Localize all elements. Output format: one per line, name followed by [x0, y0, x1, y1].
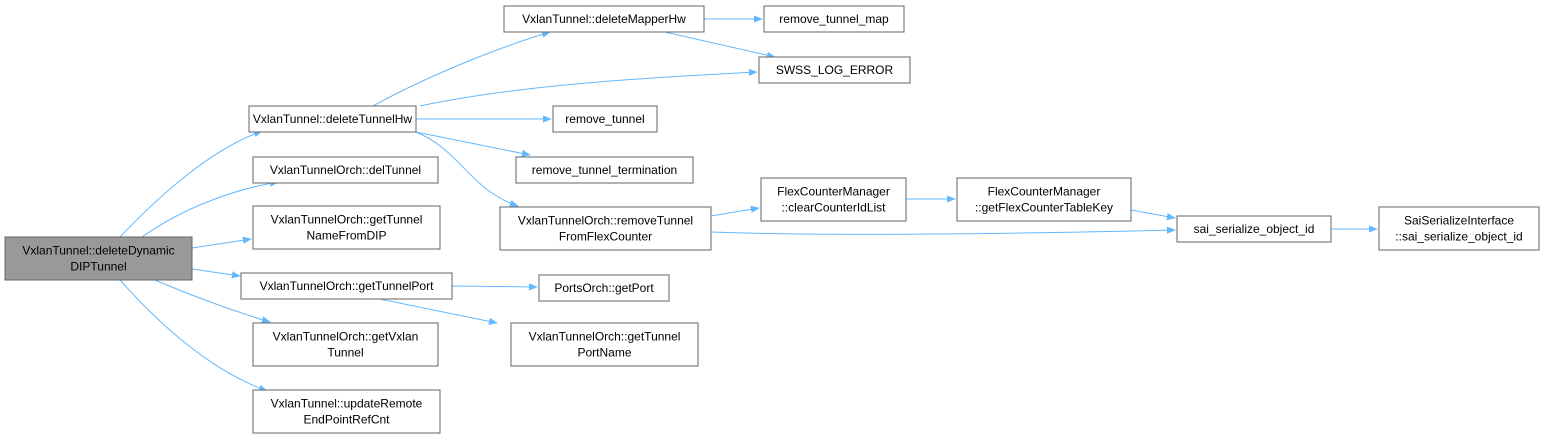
- node-box: [1176, 215, 1332, 243]
- node-label: VxlanTunnelOrch::delTunnel: [270, 163, 421, 177]
- node-label: FlexCounterManager: [988, 185, 1101, 199]
- node-box: [252, 322, 439, 367]
- edge-removeTunnelFromFlexCounter-to-clearCounterIdList: [710, 205, 760, 217]
- node-label: VxlanTunnelOrch::getTunnelPort: [260, 279, 435, 293]
- edge-getFlexCounterTableKey-to-sai_serialize_object_id: [1130, 209, 1176, 221]
- node-getTunnelPort[interactable]: VxlanTunnelOrch::getTunnelPort: [240, 272, 453, 300]
- node-label: ::getFlexCounterTableKey: [975, 201, 1113, 215]
- node-box: [515, 156, 694, 184]
- edge-deleteDynamicDIPTunnel-to-getTunnelPort: [191, 268, 241, 279]
- node-label: VxlanTunnelOrch::getVxlan: [273, 330, 419, 344]
- node-box: [252, 205, 441, 250]
- node-box: [252, 156, 439, 184]
- node-box: [240, 272, 453, 300]
- node-label: VxlanTunnel::deleteDynamic: [22, 244, 174, 258]
- node-box: [763, 5, 905, 33]
- node-label: Tunnel: [327, 346, 363, 360]
- node-box: [248, 105, 417, 133]
- node-label: remove_tunnel_termination: [532, 163, 677, 177]
- node-label: remove_tunnel: [565, 112, 644, 126]
- node-label: SWSS_LOG_ERROR: [776, 63, 894, 77]
- node-delTunnel[interactable]: VxlanTunnelOrch::delTunnel: [252, 156, 439, 184]
- node-label: NameFromDIP: [306, 229, 386, 243]
- edge-getTunnelPort-to-getPort: [451, 283, 538, 291]
- edge-removeTunnelFromFlexCounter-to-sai_serialize_object_id: [710, 226, 1176, 235]
- nodes-layer: VxlanTunnel::deleteDynamicDIPTunnelVxlan…: [4, 5, 1540, 434]
- node-box: [760, 177, 907, 222]
- node-label: EndPointRefCnt: [303, 413, 390, 427]
- node-clearCounterIdList[interactable]: FlexCounterManager::clearCounterIdList: [760, 177, 907, 222]
- node-box: [552, 105, 658, 133]
- node-removeTunnelFromFlexCounter[interactable]: VxlanTunnelOrch::removeTunnelFromFlexCou…: [499, 206, 712, 251]
- node-deleteMapperHw[interactable]: VxlanTunnel::deleteMapperHw: [503, 5, 705, 33]
- node-box: [510, 322, 699, 367]
- node-label: PortName: [577, 346, 631, 360]
- node-box: [252, 389, 441, 434]
- node-box: [499, 206, 712, 251]
- edge-deleteTunnelHw-to-deleteMapperHw: [372, 30, 551, 107]
- edges-layer: [119, 15, 1378, 392]
- node-remove_tunnel_map[interactable]: remove_tunnel_map: [763, 5, 905, 33]
- node-box: [503, 5, 705, 33]
- node-getFlexCounterTableKey[interactable]: FlexCounterManager::getFlexCounterTableK…: [956, 177, 1132, 222]
- edge-deleteDynamicDIPTunnel-to-delTunnel: [141, 179, 279, 238]
- node-box: [758, 56, 911, 84]
- node-box: [538, 274, 670, 302]
- node-label: VxlanTunnelOrch::getTunnel: [271, 213, 423, 227]
- edge-getTunnelPort-to-getTunnelPortName: [379, 298, 498, 325]
- node-label: VxlanTunnel::updateRemote: [271, 397, 423, 411]
- node-sai_serialize_object_id[interactable]: sai_serialize_object_id: [1176, 215, 1332, 243]
- node-label: VxlanTunnel::deleteTunnelHw: [253, 112, 413, 126]
- node-label: sai_serialize_object_id: [1194, 222, 1315, 236]
- node-label: VxlanTunnel::deleteMapperHw: [522, 12, 686, 26]
- edge-deleteTunnelHw-to-SWSS_LOG_ERROR: [419, 68, 758, 107]
- edge-deleteTunnelHw-to-removeTunnelFromFlexCounter: [415, 131, 519, 207]
- node-deleteTunnelHw[interactable]: VxlanTunnel::deleteTunnelHw: [248, 105, 417, 133]
- node-SaiSerializeInterface_sai_serialize_object_id[interactable]: SaiSerializeInterface::sai_serialize_obj…: [1378, 206, 1540, 251]
- node-label: FromFlexCounter: [559, 230, 652, 244]
- node-remove_tunnel[interactable]: remove_tunnel: [552, 105, 658, 133]
- node-box: [956, 177, 1132, 222]
- edge-deleteTunnelHw-to-remove_tunnel_termination: [415, 131, 531, 157]
- node-remove_tunnel_termination[interactable]: remove_tunnel_termination: [515, 156, 694, 184]
- edge-deleteMapperHw-to-SWSS_LOG_ERROR: [664, 31, 776, 59]
- node-box: [4, 236, 193, 281]
- node-box: [1378, 206, 1540, 251]
- node-getPort[interactable]: PortsOrch::getPort: [538, 274, 670, 302]
- node-label: ::clearCounterIdList: [781, 201, 886, 215]
- edge-deleteDynamicDIPTunnel-to-updateRemoteEndPointRefCnt: [119, 279, 268, 392]
- node-label: ::sai_serialize_object_id: [1395, 230, 1522, 244]
- node-label: VxlanTunnelOrch::removeTunnel: [518, 214, 693, 228]
- node-label: VxlanTunnelOrch::getTunnel: [529, 330, 681, 344]
- node-label: FlexCounterManager: [777, 185, 890, 199]
- node-SWSS_LOG_ERROR[interactable]: SWSS_LOG_ERROR: [758, 56, 911, 84]
- node-label: remove_tunnel_map: [779, 12, 889, 26]
- node-label: PortsOrch::getPort: [554, 281, 654, 295]
- edge-deleteDynamicDIPTunnel-to-getTunnelNameFromDIP: [191, 236, 252, 249]
- node-label: DIPTunnel: [70, 260, 126, 274]
- node-label: SaiSerializeInterface: [1404, 214, 1514, 228]
- edge-deleteDynamicDIPTunnel-to-getVxlanTunnel: [154, 279, 271, 324]
- edge-deleteDynamicDIPTunnel-to-deleteTunnelHw: [119, 130, 263, 238]
